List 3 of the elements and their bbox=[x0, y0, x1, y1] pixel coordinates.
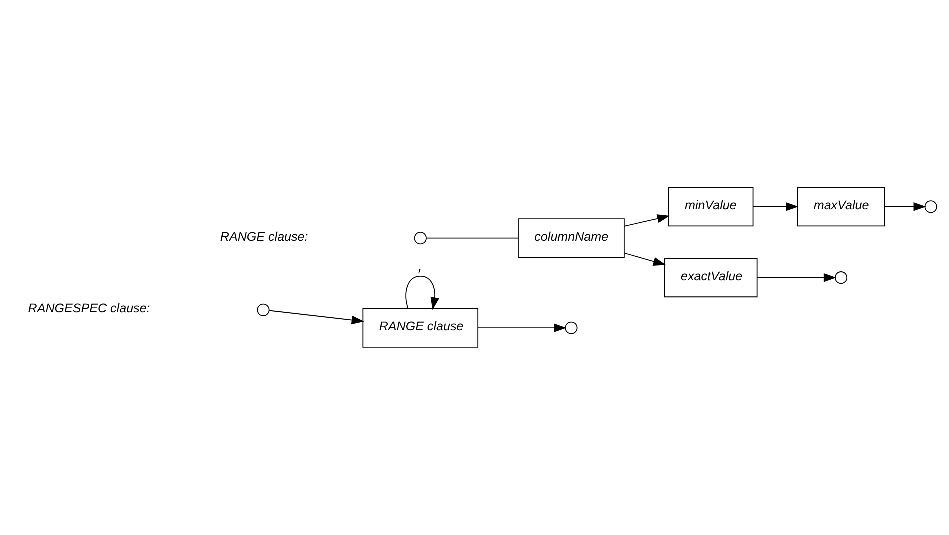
edge-label: , bbox=[418, 258, 422, 275]
label: RANGE clause: bbox=[220, 230, 308, 244]
label: RANGESPEC clause: bbox=[28, 302, 150, 316]
